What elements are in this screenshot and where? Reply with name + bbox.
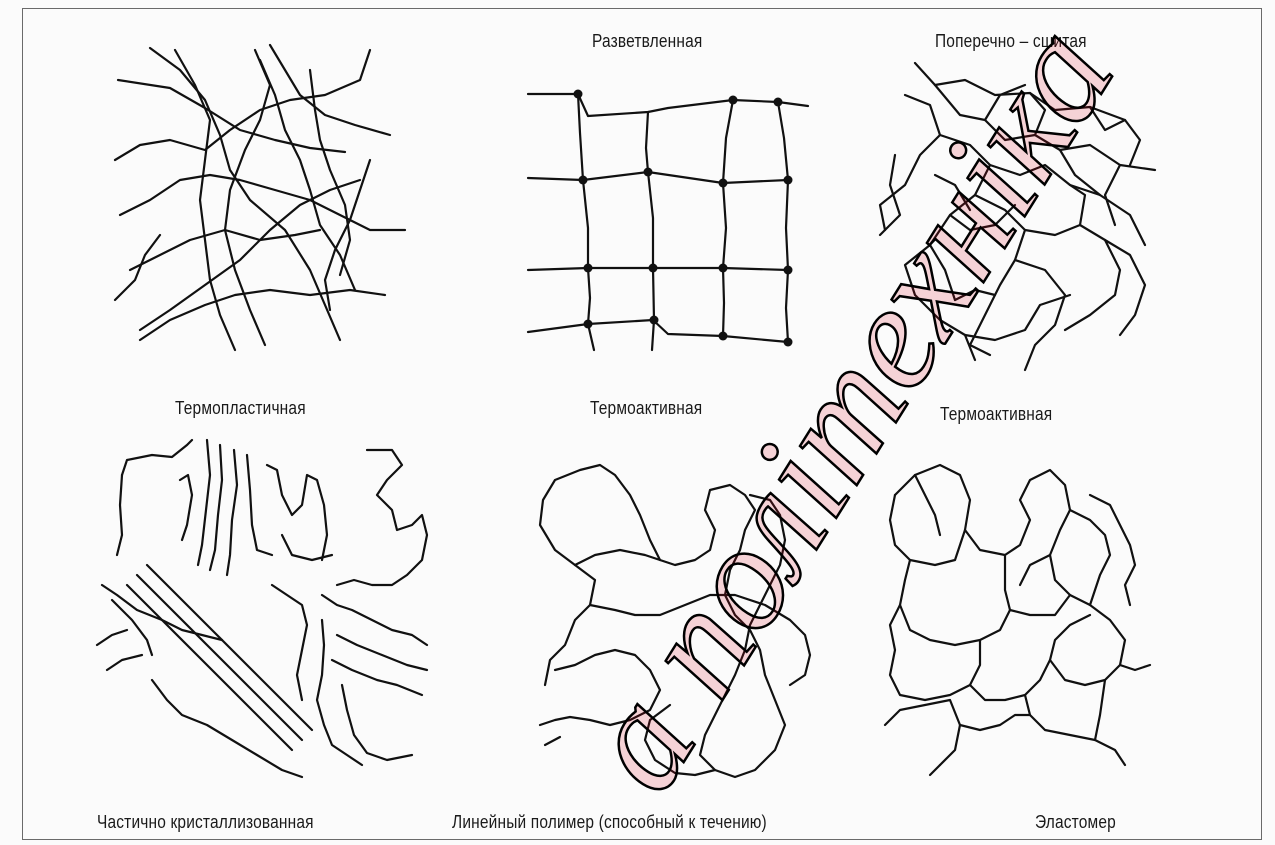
elastomer-diagram	[880, 455, 1170, 785]
label-thermoset-center: Термоактивная	[590, 398, 702, 419]
label-branched: Разветвленная	[592, 31, 702, 52]
label-thermoset-right: Термоактивная	[940, 404, 1052, 425]
partially-crystallized-diagram	[92, 435, 442, 780]
linear-polymer-diagram	[535, 455, 835, 785]
label-linear-polymer: Линейный полимер (способный к течению)	[452, 812, 767, 833]
label-elastomer: Эластомер	[1035, 812, 1116, 833]
thermoplastic-diagram	[110, 40, 410, 370]
cross-linked-diagram	[875, 55, 1165, 375]
label-thermoplastic: Термопластичная	[175, 398, 306, 419]
label-cross-linked: Поперечно – сшитая	[935, 31, 1087, 52]
label-partially-crystallized: Частично кристаллизованная	[97, 812, 314, 833]
branched-grid-diagram	[528, 88, 818, 358]
